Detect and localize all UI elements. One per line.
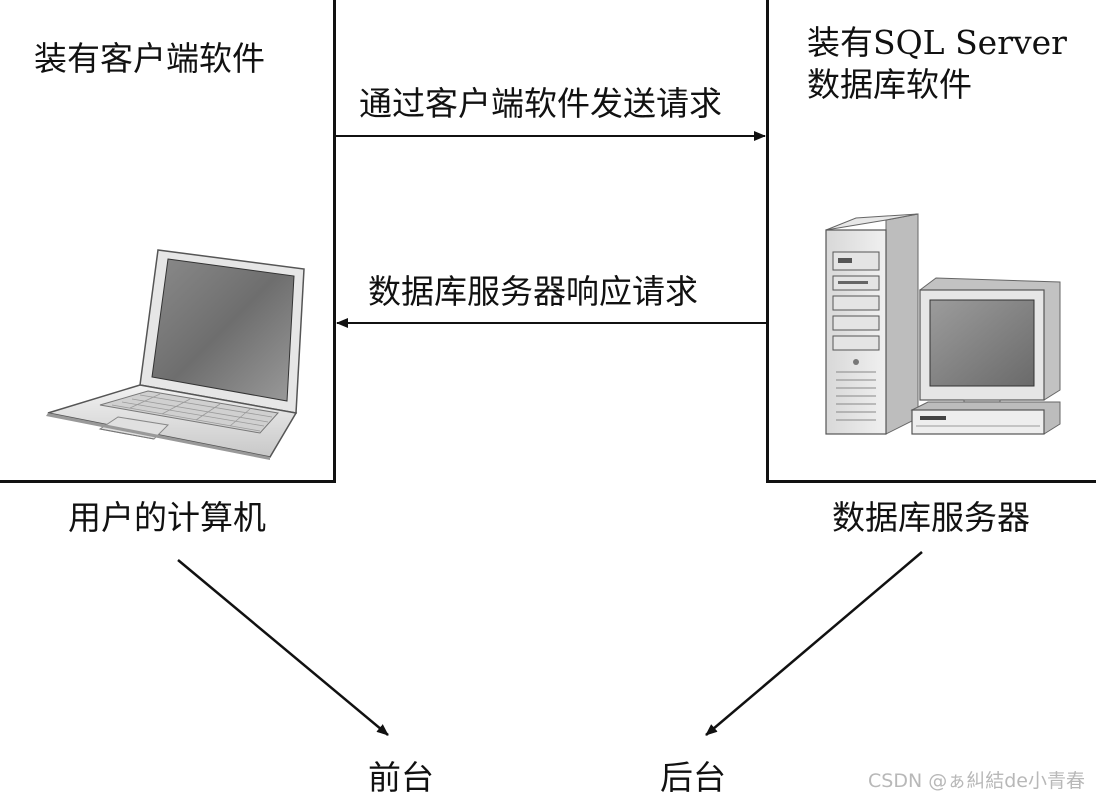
client-to-frontend-arrow <box>177 559 389 736</box>
request-arrow-label: 通过客户端软件发送请求 <box>359 84 722 123</box>
backend-label: 后台 <box>660 758 726 797</box>
client-caption: 用户的计算机 <box>68 498 266 537</box>
server-caption: 数据库服务器 <box>832 498 1030 537</box>
laptop-icon <box>46 249 305 460</box>
watermark: CSDN @ぁ糾結de小青春 <box>868 770 1085 792</box>
client-box-title: 装有客户端软件 <box>34 39 265 78</box>
server-to-backend-arrow <box>705 551 923 736</box>
response-arrow-label: 数据库服务器响应请求 <box>368 272 698 311</box>
frontend-label: 前台 <box>368 758 434 797</box>
server-tower-with-monitor-icon <box>825 213 1061 435</box>
server-box-title: 装有SQL Server 数据库软件 <box>807 23 1067 104</box>
